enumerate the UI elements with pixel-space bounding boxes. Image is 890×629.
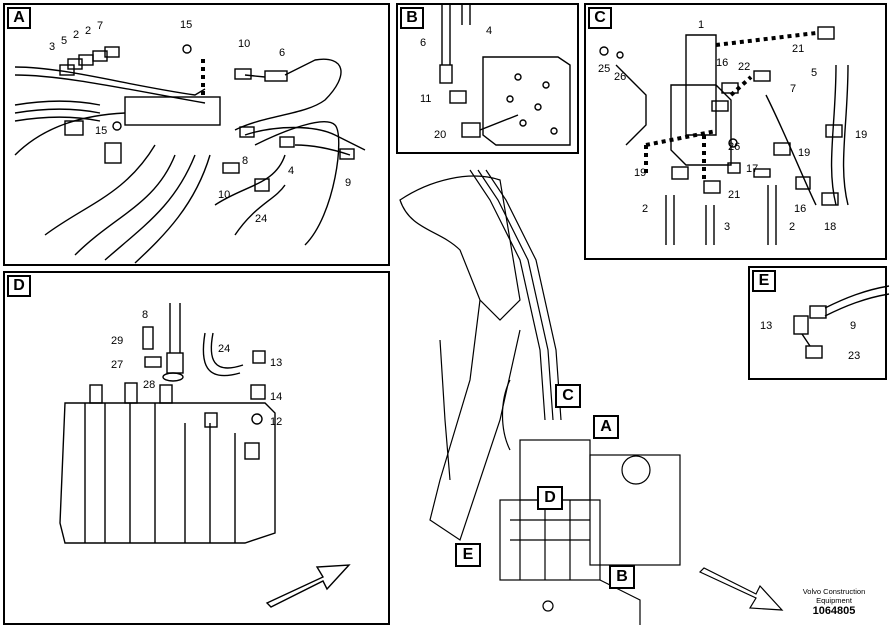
detail-panel-c: C 1 21 25 26 — [584, 3, 887, 260]
footer-company: Volvo Construction — [802, 587, 866, 596]
part-number: 14 — [270, 391, 283, 403]
part-number: 26 — [728, 141, 741, 153]
panel-label-b: B — [400, 7, 424, 29]
panel-label-a: A — [7, 7, 31, 29]
part-number: 27 — [111, 359, 124, 371]
callout-e: E — [455, 543, 481, 567]
footer-company-2: Equipment — [816, 596, 852, 605]
part-number: 18 — [824, 221, 837, 233]
detail-panel-a: A — [3, 3, 390, 266]
part-number: 10 — [218, 189, 231, 201]
part-number: 2 — [85, 25, 92, 37]
part-number: 3 — [49, 41, 56, 53]
part-number: 5 — [811, 67, 818, 79]
callout-d: D — [537, 486, 563, 510]
panel-label-c: C — [588, 7, 612, 29]
part-number: 23 — [848, 350, 861, 362]
part-number: 1 — [698, 19, 705, 31]
part-number: 26 — [614, 71, 627, 83]
part-number: 19 — [634, 167, 647, 179]
part-number: 24 — [218, 343, 231, 355]
part-number: 25 — [598, 63, 611, 75]
detail-panel-d: D 8 29 24 27 13 28 14 12 — [3, 271, 390, 625]
part-number: 6 — [279, 47, 286, 59]
detail-panel-b: B 6 4 11 20 — [396, 3, 579, 154]
part-number: 13 — [270, 357, 283, 369]
callout-b: B — [609, 565, 635, 589]
callout-c: C — [555, 384, 581, 408]
part-number: 16 — [794, 203, 807, 215]
part-number: 2 — [642, 203, 649, 215]
footer-part-number: 1064805 — [812, 605, 856, 617]
part-number: 4 — [288, 165, 295, 177]
panel-label-d: D — [7, 275, 31, 297]
callout-a: A — [593, 415, 619, 439]
fitting-block-b-drawing — [439, 5, 571, 146]
part-number: 21 — [728, 189, 741, 201]
part-number: 29 — [111, 335, 124, 347]
part-number: 11 — [420, 93, 432, 105]
part-number: 3 — [724, 221, 731, 233]
part-number: 4 — [486, 25, 493, 37]
part-number: 15 — [95, 125, 108, 137]
part-number: 10 — [238, 38, 251, 50]
part-number: 15 — [180, 19, 193, 31]
part-number: 5 — [61, 35, 68, 47]
part-number: 12 — [270, 416, 283, 428]
part-number: 8 — [142, 309, 149, 321]
part-number: 2 — [789, 221, 796, 233]
part-number: 17 — [746, 163, 759, 175]
footer-block: Volvo Construction Equipment 1064805 — [788, 587, 880, 618]
valve-block-c-drawing — [599, 26, 849, 245]
part-number: 7 — [790, 83, 797, 95]
panel-label-e: E — [752, 270, 776, 292]
part-number: 19 — [855, 129, 868, 141]
part-number: 21 — [792, 43, 805, 55]
fitting-e-drawing — [793, 285, 890, 359]
detail-panel-e: E 13 9 23 — [748, 266, 890, 380]
part-number: 28 — [143, 379, 156, 391]
hose-assembly-a-drawing — [14, 44, 366, 264]
part-number: 9 — [850, 320, 857, 332]
part-number: 22 — [738, 61, 751, 73]
part-number: 6 — [420, 37, 427, 49]
part-number: 20 — [434, 129, 447, 141]
part-number: 24 — [255, 213, 268, 225]
part-number: 19 — [798, 147, 811, 159]
part-number: 7 — [97, 20, 104, 32]
part-number: 9 — [345, 177, 352, 189]
part-number: 8 — [242, 155, 249, 167]
control-valve-d-drawing — [59, 303, 351, 608]
part-number: 13 — [760, 320, 773, 332]
part-number: 16 — [716, 57, 729, 69]
part-number: 2 — [73, 29, 80, 41]
